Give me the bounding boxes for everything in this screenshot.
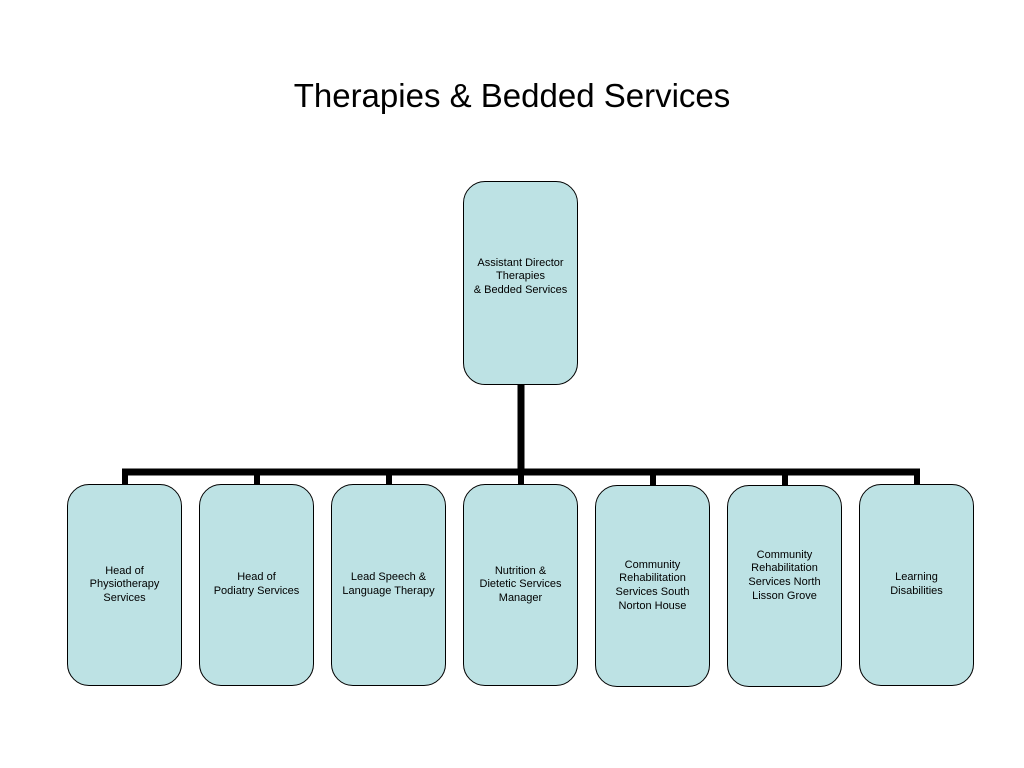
node-community-rehab-north: Community Rehabilitation Services North … — [727, 485, 842, 687]
node-nutrition-dietetic-manager: Nutrition & Dietetic Services Manager — [463, 484, 578, 686]
node-head-of-podiatry: Head of Podiatry Services — [199, 484, 314, 686]
node-community-rehab-south: Community Rehabilitation Services South … — [595, 485, 710, 687]
node-lead-speech-language-therapy: Lead Speech & Language Therapy — [331, 484, 446, 686]
chart-title: Therapies & Bedded Services — [293, 77, 731, 114]
node-assistant-director: Assistant Director Therapies & Bedded Se… — [463, 181, 578, 385]
node-learning-disabilities: Learning Disabilities — [859, 484, 974, 686]
node-head-of-physiotherapy: Head of Physiotherapy Services — [67, 484, 182, 686]
